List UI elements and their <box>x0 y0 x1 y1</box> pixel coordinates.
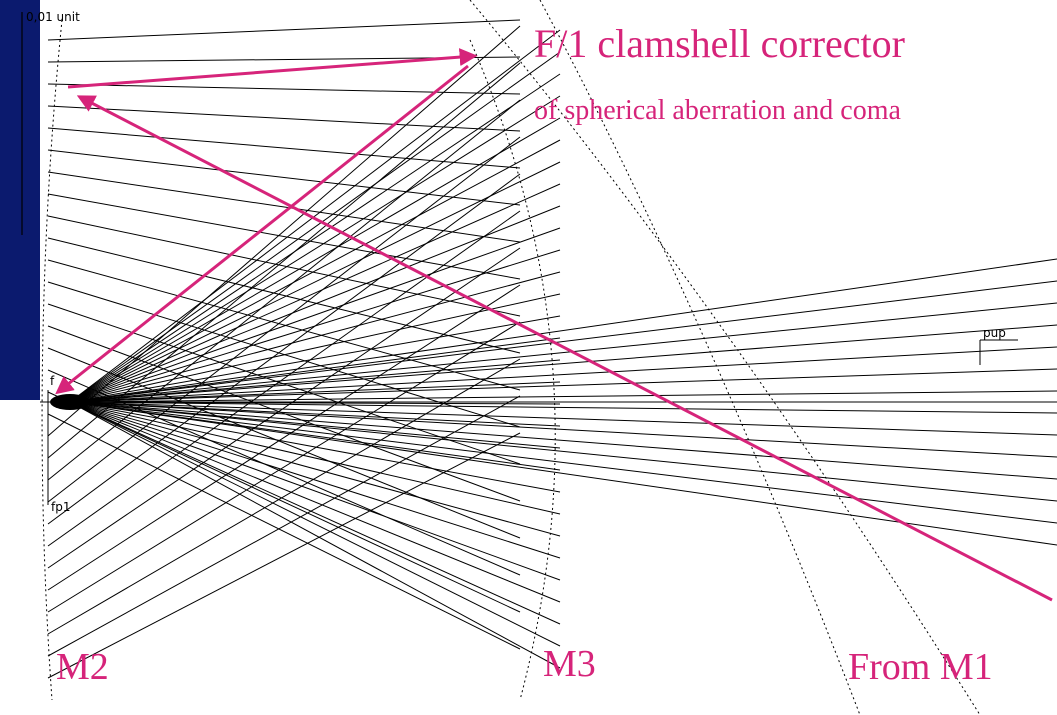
diagram-subtitle: of spherical aberration and coma <box>534 95 901 126</box>
ray <box>69 401 561 427</box>
secondary-surface <box>539 0 861 715</box>
ray <box>69 401 561 603</box>
ray <box>69 359 561 403</box>
ray <box>47 149 521 206</box>
ray <box>47 105 521 132</box>
ray <box>69 401 1057 436</box>
ray <box>69 401 561 669</box>
ray <box>69 227 561 403</box>
arrow-m2-to-m3 <box>67 48 478 89</box>
arrow-m3-to-focus <box>55 64 469 395</box>
ray <box>69 401 561 537</box>
ray <box>47 391 521 613</box>
ray <box>69 315 561 403</box>
m2-label: M2 <box>56 646 109 688</box>
ray <box>47 99 521 481</box>
ray <box>69 401 561 581</box>
from-m1-label: From M1 <box>848 646 993 688</box>
ray <box>69 401 561 515</box>
ray <box>69 302 1057 403</box>
ray <box>47 62 521 459</box>
ray <box>69 401 1057 524</box>
ray <box>47 25 521 437</box>
ray <box>69 401 561 625</box>
ray <box>69 401 561 559</box>
ray <box>47 358 521 635</box>
ray <box>69 205 561 403</box>
ray <box>47 215 521 317</box>
ray <box>69 29 561 403</box>
m3-label: M3 <box>543 643 596 685</box>
ray <box>47 171 521 243</box>
ray <box>47 321 521 613</box>
mirror-surfaces <box>41 0 981 715</box>
focus-point <box>50 394 90 410</box>
m3-surface <box>469 39 556 701</box>
ray <box>69 117 561 403</box>
ray <box>47 259 521 391</box>
ray <box>47 127 521 169</box>
ray <box>69 401 561 493</box>
ray <box>69 401 1057 458</box>
ray <box>69 401 561 647</box>
ray <box>69 401 1057 502</box>
ray <box>69 401 561 449</box>
diagram-title: F/1 clamshell corrector <box>534 21 905 66</box>
ray <box>69 368 1057 403</box>
pupil-label: pup <box>983 326 1006 340</box>
ray <box>47 284 521 591</box>
ray <box>69 337 561 403</box>
ray-bundle <box>40 19 1057 679</box>
ray <box>69 324 1057 403</box>
scale-label: 0,01 unit <box>26 10 80 24</box>
ray <box>69 183 561 403</box>
light-path-arrows <box>55 48 1053 602</box>
ray <box>47 432 521 679</box>
ray <box>47 210 521 547</box>
ray <box>69 280 1057 403</box>
ray <box>47 413 521 650</box>
ray <box>69 271 561 403</box>
ray <box>69 390 1057 403</box>
ray <box>69 161 561 403</box>
ray <box>47 237 521 354</box>
ray <box>69 51 561 403</box>
ray <box>47 136 521 503</box>
m1-surface <box>469 0 981 715</box>
ray <box>69 346 1057 403</box>
ray <box>69 401 1057 414</box>
ray <box>69 95 561 403</box>
ray <box>47 347 521 539</box>
ray <box>47 173 521 525</box>
ray <box>69 401 1057 480</box>
f-label: f <box>50 374 55 388</box>
ray <box>47 247 521 569</box>
ray <box>47 19 521 41</box>
arrow-m1-to-m2 <box>76 95 1053 602</box>
focal-plane-label: fp1 <box>51 500 71 514</box>
ray <box>69 381 561 403</box>
ray <box>69 139 561 403</box>
ray <box>47 193 521 280</box>
ray <box>69 401 1057 546</box>
m2-surface <box>41 19 63 701</box>
ray <box>69 258 1057 403</box>
ray <box>47 83 521 95</box>
